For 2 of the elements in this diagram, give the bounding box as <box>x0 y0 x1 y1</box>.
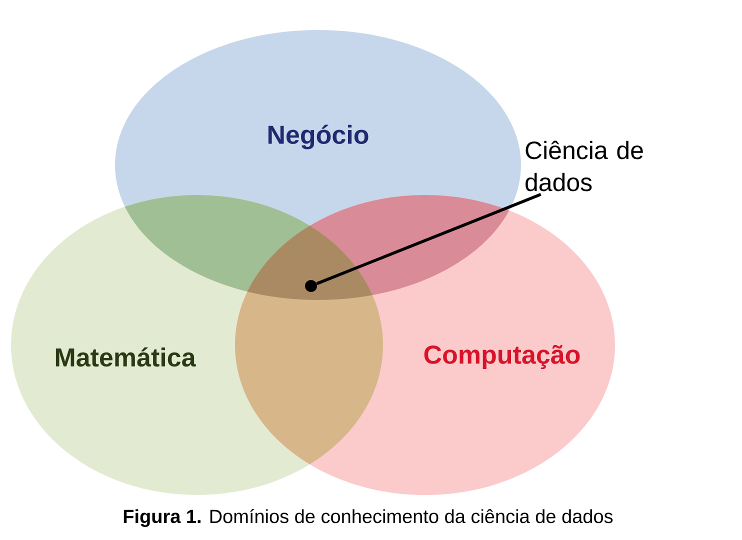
caption: Figura 1. Domínios de conhecimento da ciência de dados <box>124 508 613 527</box>
callout-label: Ciência de dados <box>526 140 643 192</box>
